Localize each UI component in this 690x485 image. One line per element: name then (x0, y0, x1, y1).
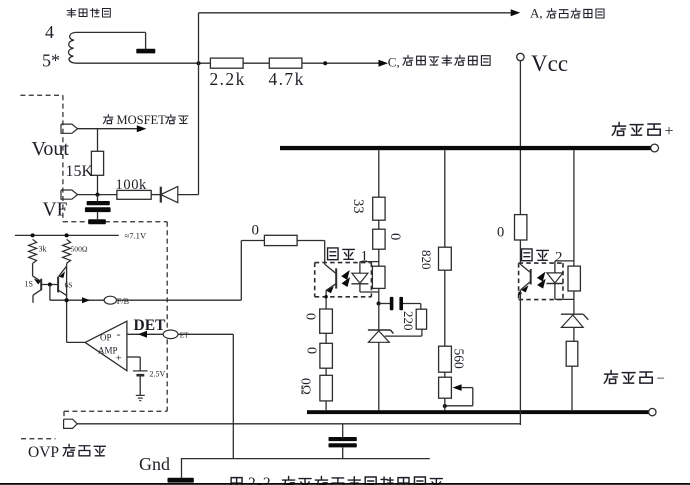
svg-text:VF: VF (43, 200, 68, 221)
svg-text:1S: 1S (25, 280, 33, 289)
svg-text:MOSFET: MOSFET (117, 113, 167, 127)
svg-text:1: 1 (361, 249, 369, 265)
svg-text:0: 0 (252, 223, 260, 239)
svg-text:OP: OP (100, 333, 112, 343)
svg-text:2.2k: 2.2k (210, 69, 246, 89)
svg-text:820: 820 (419, 250, 434, 270)
svg-text:6S: 6S (65, 281, 73, 290)
svg-text:AMP: AMP (98, 346, 118, 356)
svg-text:Vcc: Vcc (531, 51, 568, 76)
svg-text:A,: A, (530, 6, 543, 21)
svg-text:2: 2 (555, 250, 563, 266)
svg-text:DET: DET (134, 317, 167, 334)
svg-text:Gnd: Gnd (139, 454, 170, 474)
svg-text:5*: 5* (42, 51, 60, 71)
svg-text:≈7.1V: ≈7.1V (125, 231, 147, 241)
svg-text:+: + (665, 123, 674, 140)
svg-text:ET: ET (180, 331, 189, 339)
svg-text:-: - (117, 327, 121, 341)
svg-text:2-2: 2-2 (248, 475, 272, 485)
svg-text:0: 0 (304, 347, 319, 354)
svg-text:+: + (116, 353, 122, 365)
svg-text:OVP: OVP (28, 444, 59, 461)
svg-text:15K: 15K (66, 163, 94, 180)
svg-text:560: 560 (452, 349, 467, 370)
svg-text:0: 0 (387, 233, 403, 240)
svg-text:3k: 3k (39, 245, 47, 254)
svg-text:0: 0 (497, 225, 504, 241)
svg-text:2.5V: 2.5V (150, 370, 166, 379)
svg-text:4.7k: 4.7k (269, 69, 305, 89)
svg-text:0: 0 (303, 313, 318, 320)
svg-text:220: 220 (401, 311, 416, 331)
svg-text:500Ω: 500Ω (71, 245, 88, 254)
svg-text:Vout: Vout (32, 138, 70, 160)
svg-text:100k: 100k (116, 177, 148, 193)
svg-text:33: 33 (350, 199, 366, 214)
svg-text:F/B: F/B (117, 297, 130, 306)
svg-text:4: 4 (45, 22, 54, 42)
svg-text:−: − (657, 371, 665, 387)
svg-text:C,: C, (388, 55, 400, 70)
svg-text:0Ω: 0Ω (299, 378, 314, 395)
